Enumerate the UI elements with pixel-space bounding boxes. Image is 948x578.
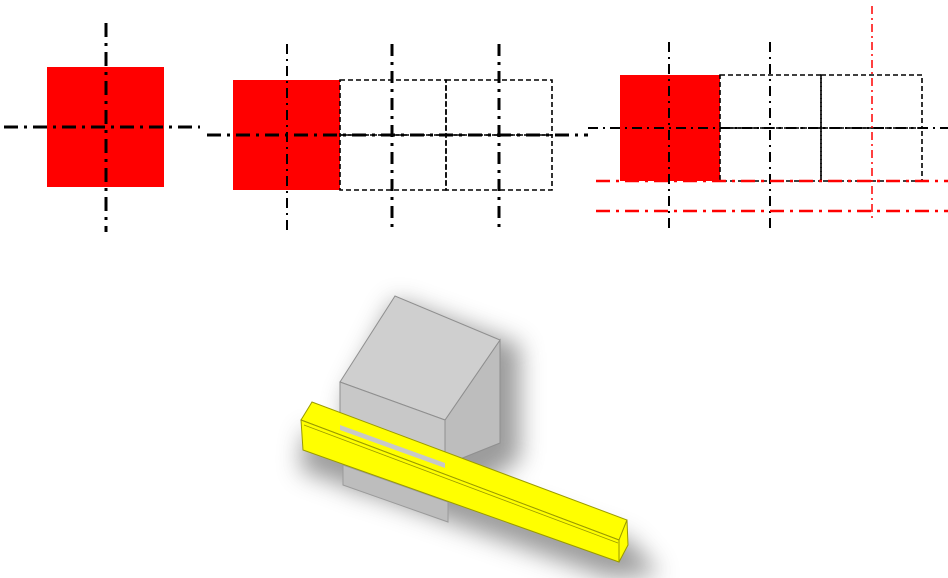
beam-end-face xyxy=(618,519,629,563)
panel-module-grid-extended xyxy=(207,44,588,232)
panel-module-grid-with-red-axes xyxy=(588,6,948,232)
panel-single-module xyxy=(4,23,200,232)
cube-front-over-beam xyxy=(340,425,445,468)
cube-volume xyxy=(339,295,501,523)
yellow-beam xyxy=(300,401,629,563)
cube-base-strip xyxy=(342,464,449,523)
model-3d xyxy=(300,295,660,578)
beam-ridge-line xyxy=(303,424,619,544)
